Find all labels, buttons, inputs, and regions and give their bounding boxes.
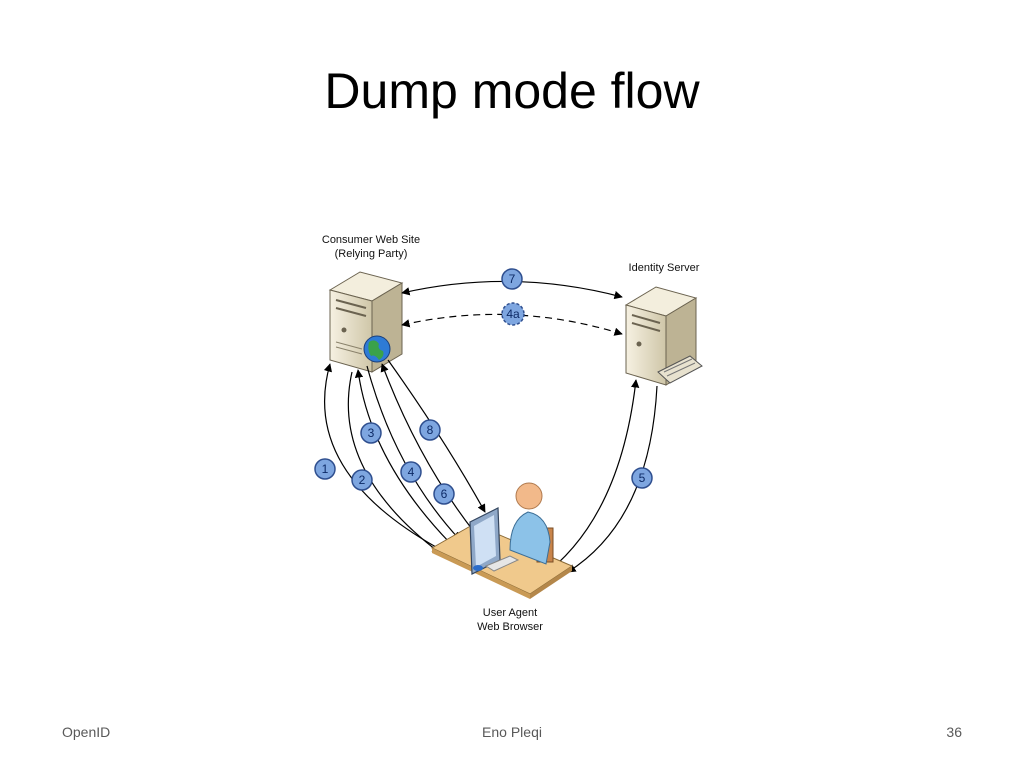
consumer-server-icon (328, 271, 404, 373)
step-3-badge: 3 (360, 422, 382, 444)
step-8-badge: 8 (419, 419, 441, 441)
arrow-1 (323, 363, 437, 548)
arrow-to-identity-server (539, 379, 640, 579)
slide-number: 36 (946, 724, 962, 740)
footer-topic: OpenID (62, 724, 111, 740)
card-reader-icon (657, 355, 703, 384)
step-7-badge: 7 (501, 268, 523, 290)
step-4a-badge: 4a (501, 302, 525, 326)
arrow-6 (380, 363, 476, 534)
globe-icon (363, 335, 391, 363)
svg-text:4a: 4a (506, 307, 520, 321)
step-1-badge: 1 (314, 458, 336, 480)
arrow-2 (347, 371, 441, 554)
user-agent-icon (430, 482, 574, 599)
user-agent-label-line1: User Agent (483, 607, 537, 619)
svg-text:3: 3 (368, 426, 375, 440)
svg-text:1: 1 (322, 462, 329, 476)
arrow-8 (387, 359, 486, 513)
user-agent-label-line2: Web Browser (477, 621, 543, 633)
arrow-3 (354, 369, 451, 544)
svg-text:7: 7 (509, 272, 516, 286)
slide-title: Dump mode flow (324, 63, 700, 119)
svg-text:8: 8 (427, 423, 434, 437)
step-4-badge: 4 (400, 461, 422, 483)
identity-server-label: Identity Server (629, 262, 700, 274)
footer-author: Eno Pleqi (482, 724, 542, 740)
svg-text:4: 4 (408, 465, 415, 479)
step-2-badge: 2 (351, 469, 373, 491)
svg-text:2: 2 (359, 473, 366, 487)
consumer-label-line1: Consumer Web Site (322, 234, 420, 246)
svg-text:5: 5 (639, 471, 646, 485)
consumer-label-line2: (Relying Party) (335, 248, 408, 260)
step-6-badge: 6 (433, 483, 455, 505)
arrow-4 (366, 365, 461, 541)
svg-text:6: 6 (441, 487, 448, 501)
step-5-badge: 5 (631, 467, 653, 489)
arrow-5 (567, 385, 658, 573)
